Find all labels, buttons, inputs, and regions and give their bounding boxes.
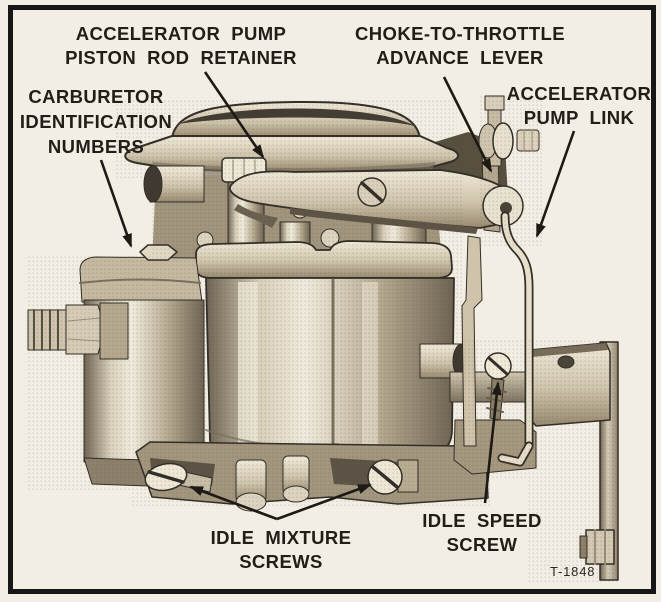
label-line: SCREWS — [239, 551, 323, 572]
label-line: NUMBERS — [47, 136, 145, 157]
label-line: ADVANCE LEVER — [376, 47, 544, 68]
label-line: ACCELERATOR — [506, 83, 652, 104]
label-line: IDLE MIXTURE — [210, 527, 352, 548]
label-line: PUMP LINK — [523, 107, 635, 128]
label-line: SCREW — [446, 534, 518, 555]
arrow-carburetor-id — [99, 159, 133, 248]
label-idle-mixture-screws: IDLE MIXTURE SCREWS — [181, 526, 381, 574]
label-accelerator-pump-link: ACCELERATOR PUMP LINK — [479, 82, 661, 130]
label-line: CHOKE-TO-THROTTLE — [355, 23, 565, 44]
arrow-idle-mixture-right — [276, 483, 372, 521]
label-line: IDLE SPEED — [422, 510, 542, 531]
figure-border — [8, 5, 656, 594]
arrow-idle-mixture-left — [189, 485, 278, 521]
arrow-pump-rod-retainer — [203, 71, 265, 159]
arrow-choke-advance-lever — [442, 76, 493, 173]
label-line: IDENTIFICATION — [19, 111, 173, 132]
label-line: CARBURETOR — [28, 86, 164, 107]
label-carburetor-identification-numbers: CARBURETOR IDENTIFICATION NUMBERS — [5, 84, 187, 159]
figure-number: T-1848 — [550, 564, 596, 579]
label-idle-speed-screw: IDLE SPEED SCREW — [382, 509, 582, 557]
label-line: PISTON ROD RETAINER — [65, 47, 297, 68]
label-choke-to-throttle-advance-lever: CHOKE-TO-THROTTLE ADVANCE LEVER — [330, 22, 590, 70]
leader-arrows — [99, 71, 576, 521]
arrow-pump-link — [535, 130, 576, 238]
label-accelerator-pump-piston-rod-retainer: ACCELERATOR PUMP PISTON ROD RETAINER — [41, 22, 321, 70]
label-line: ACCELERATOR PUMP — [75, 23, 287, 44]
arrow-idle-speed — [483, 381, 502, 504]
